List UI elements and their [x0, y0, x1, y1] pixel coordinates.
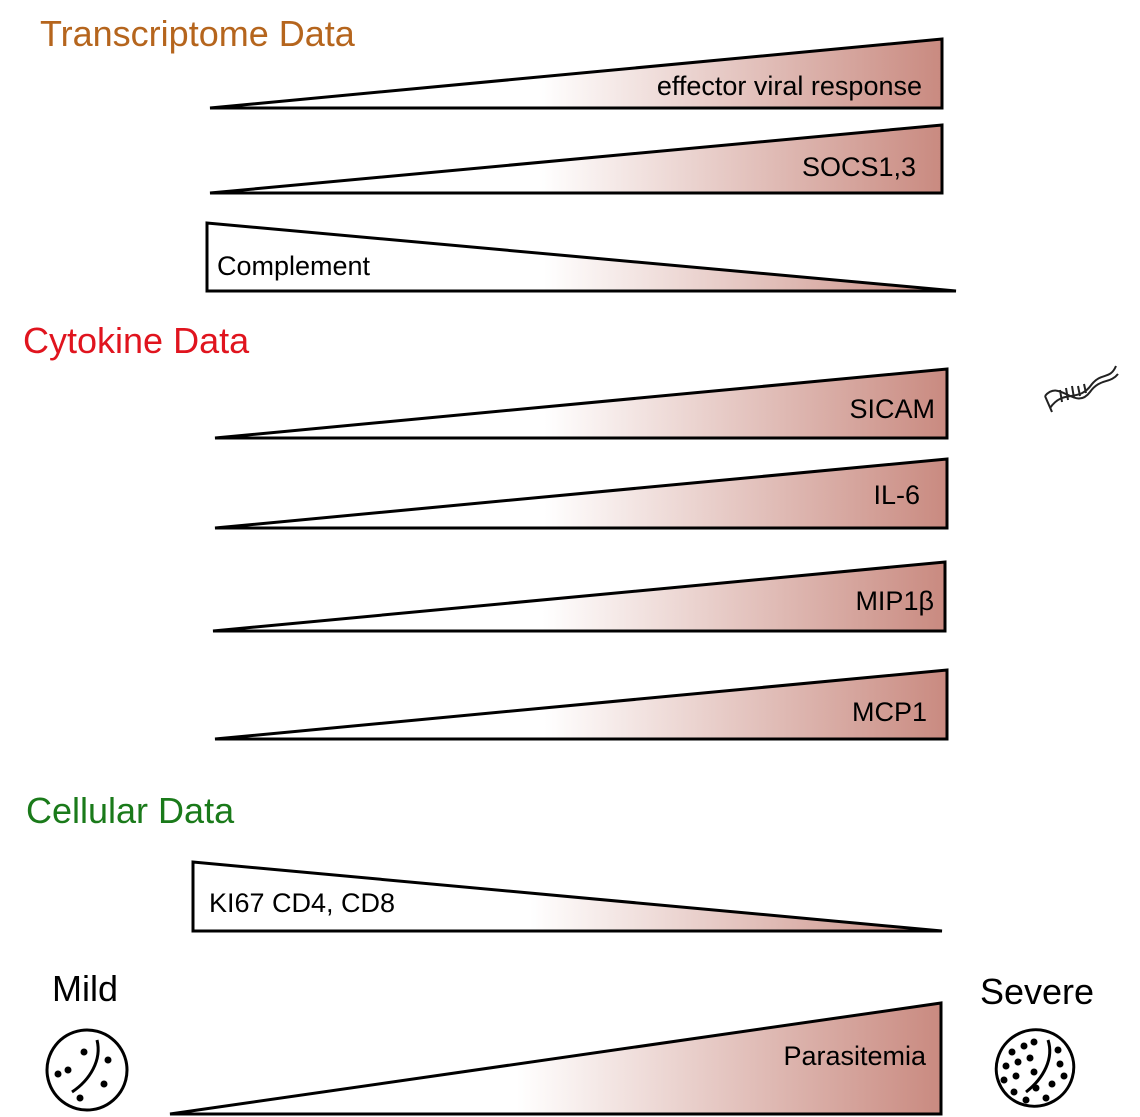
wedge-ki67 — [191, 860, 943, 933]
mild-label: Mild — [52, 968, 118, 1009]
wedge-label-ki67: KI67 CD4, CD8 — [209, 888, 395, 918]
wedge-complement — [205, 221, 957, 293]
wedge-effector-viral-response — [209, 37, 944, 110]
mild-infected-cell-icon — [45, 1028, 129, 1112]
wedge-socs — [209, 123, 944, 195]
wedge-mip1b — [212, 560, 947, 633]
dna-helix-icon — [1044, 365, 1119, 413]
wedge-il6 — [214, 457, 949, 530]
wedge-label-complement: Complement — [217, 251, 371, 281]
section-title-cellular: Cellular Data — [26, 790, 235, 831]
wedge-label-parasitemia: Parasitemia — [783, 1041, 927, 1071]
wedge-parasitemia — [169, 1001, 943, 1116]
wedge-label-mcp1: MCP1 — [852, 697, 927, 727]
wedge-label-sicam: SICAM — [849, 394, 935, 424]
wedge-label-mip1b: MIP1β — [855, 586, 934, 616]
section-title-cytokine: Cytokine Data — [23, 320, 250, 361]
wedge-mcp1 — [214, 668, 949, 741]
wedge-label-il6: IL-6 — [873, 480, 920, 510]
wedge-sicam — [214, 367, 949, 440]
wedge-label-socs: SOCS1,3 — [802, 152, 916, 182]
wedge-label-effector-viral-response: effector viral response — [657, 71, 922, 101]
severe-label: Severe — [980, 971, 1094, 1012]
section-title-transcriptome: Transcriptome Data — [40, 13, 356, 54]
severe-infected-cell-icon — [994, 1028, 1076, 1108]
